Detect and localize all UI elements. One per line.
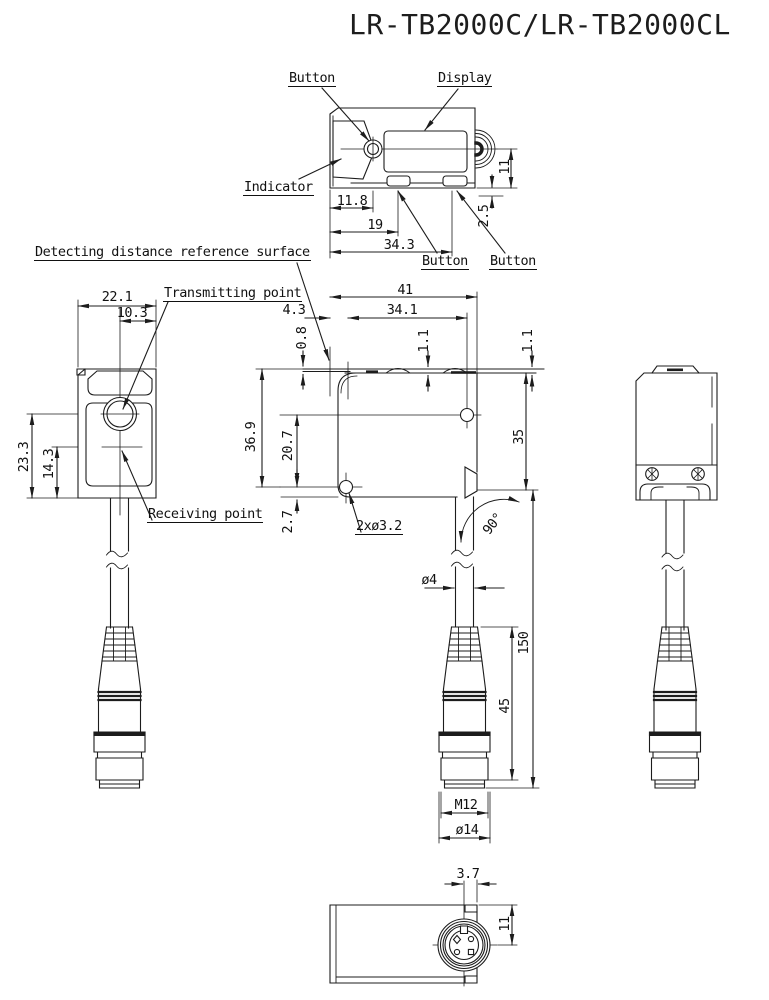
dim-2-7: 2.7 (280, 510, 296, 534)
dim-35: 35 (511, 429, 527, 445)
bottom-view-drawing (330, 880, 517, 986)
dim-34-1: 34.1 (386, 302, 418, 318)
label-button-bottom-right: Button (489, 253, 537, 271)
side-view-drawing (256, 292, 544, 843)
dim-19: 19 (367, 217, 383, 233)
dim-11-bottom-view: 11 (497, 916, 513, 932)
dim-1-1-right: 1.1 (520, 329, 536, 353)
dim-22-1: 22.1 (101, 289, 133, 305)
dim-1-1-left: 1.1 (416, 329, 432, 353)
dim-3-7: 3.7 (456, 866, 480, 882)
page-title: LR-TB2000C/LR-TB2000CL (349, 8, 731, 41)
dim-41: 41 (397, 282, 413, 298)
dim-14-3: 14.3 (41, 448, 57, 480)
label-receiving-point: Receiving point (147, 506, 264, 524)
dim-36-9: 36.9 (243, 421, 259, 453)
dim-11-8: 11.8 (336, 193, 368, 209)
label-transmitting-point: Transmitting point (163, 285, 303, 303)
front-view-drawing (27, 263, 329, 790)
top-view-drawing (85, 88, 517, 369)
label-detecting-surface: Detecting distance reference surface (34, 244, 311, 262)
dim-23-3: 23.3 (16, 441, 32, 473)
label-indicator: Indicator (243, 179, 314, 197)
dim-34-3: 34.3 (383, 237, 415, 253)
dim-10-3: 10.3 (116, 305, 148, 321)
label-display: Display (437, 70, 493, 88)
dim-45: 45 (497, 698, 513, 714)
label-mounting-holes: 2xø3.2 (355, 518, 403, 536)
dim-4-3: 4.3 (282, 302, 306, 318)
dim-11-top-view: 11 (497, 159, 513, 175)
dim-0-8: 0.8 (294, 326, 310, 350)
dim-150: 150 (516, 631, 532, 655)
dim-connector-diameter: ø14 (455, 822, 479, 838)
dim-20-7: 20.7 (280, 430, 296, 462)
dim-m12: M12 (454, 797, 478, 813)
back-view-drawing (636, 366, 717, 790)
dim-cable-diameter: ø4 (421, 572, 437, 588)
label-button-bottom-left: Button (421, 253, 469, 271)
label-button-top: Button (288, 70, 336, 88)
dim-2-5: 2.5 (476, 204, 492, 228)
